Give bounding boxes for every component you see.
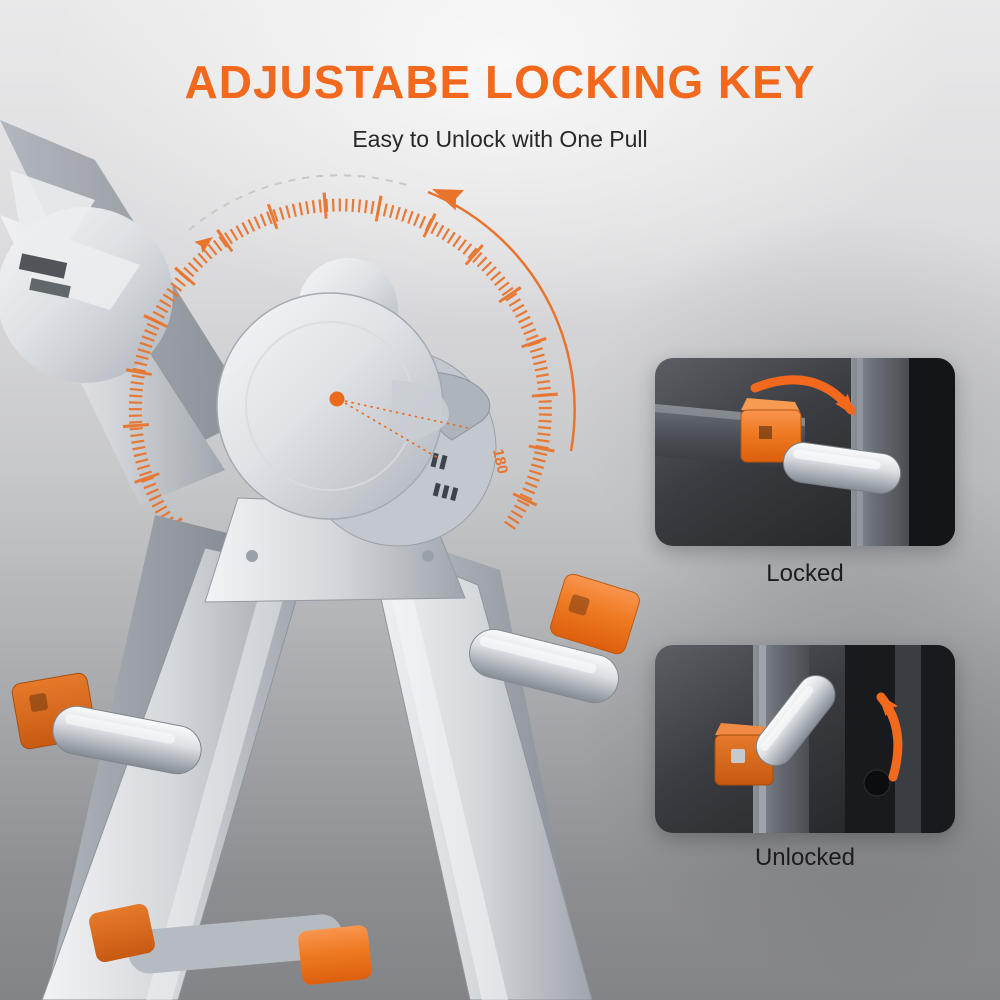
hinge-assembly: 180 <box>204 258 511 603</box>
unlocked-key-handle <box>755 674 836 766</box>
degree-label: 180 <box>489 447 511 475</box>
locked-label: Locked <box>766 560 844 587</box>
rotation-arrow-icon <box>432 189 464 211</box>
inset-unlocked-photo <box>655 645 955 833</box>
ladder-rung <box>89 903 372 985</box>
ghost-arc <box>188 174 414 231</box>
left-locking-key <box>11 672 202 775</box>
rail-hole <box>863 769 891 797</box>
page-title: ADJUSTABE LOCKING KEY <box>184 56 816 108</box>
page-subtitle: Easy to Unlock with One Pull <box>352 126 648 152</box>
folded-ladder-section <box>0 120 255 505</box>
minor-tick-ring <box>128 198 552 532</box>
unlock-arrowhead-icon <box>878 694 899 717</box>
right-locking-key <box>469 573 640 704</box>
unlocked-label: Unlocked <box>754 844 856 871</box>
lock-arrowhead-icon <box>835 393 855 416</box>
inset-locked-card <box>655 358 955 546</box>
outer-arc <box>427 190 576 452</box>
pivot-dot <box>329 391 345 407</box>
inset-locked-photo <box>655 358 955 546</box>
rotation-protractor <box>122 174 576 536</box>
rotation-arrow-small-icon <box>194 237 213 254</box>
inset-unlocked-card <box>655 645 955 833</box>
